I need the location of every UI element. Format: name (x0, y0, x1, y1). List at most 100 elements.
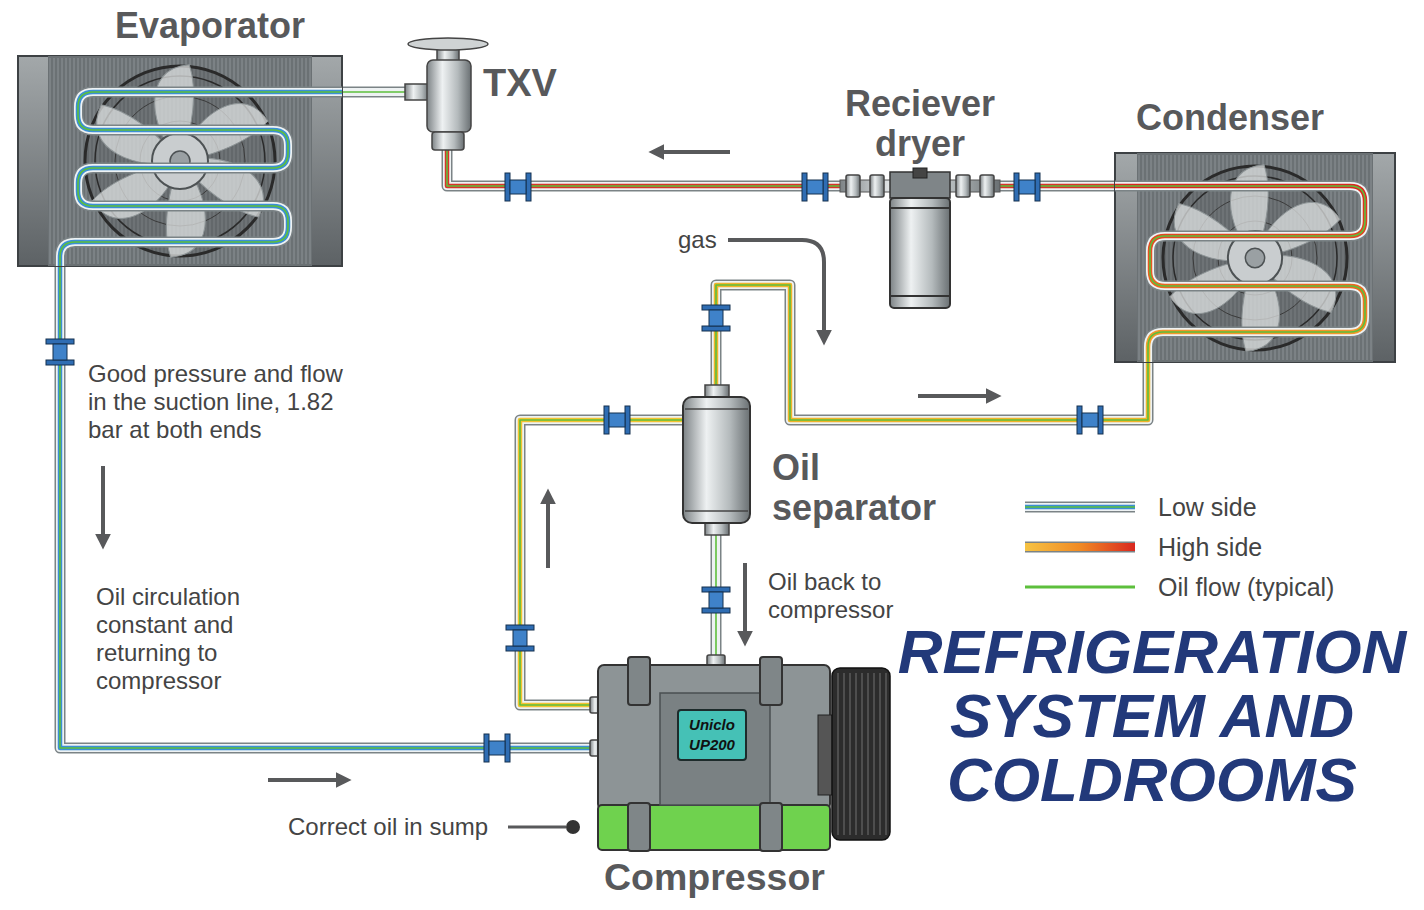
condenser-coil-stripe (1115, 186, 1365, 362)
evaporator-drawing (18, 56, 342, 266)
flow-arrow (101, 466, 105, 540)
coil-fin (78, 58, 79, 264)
pulley-groove (837, 673, 839, 835)
flow-arrow (546, 498, 550, 568)
compressor-drawing (590, 655, 890, 851)
receiver-dryer: Reciever dryer (840, 84, 1000, 310)
pulley-groove (867, 673, 869, 835)
pipe-oil-line (520, 420, 683, 705)
coil-fin (50, 58, 51, 264)
separator-drawing (683, 385, 750, 535)
callout-note: Oil circulation constant and returning t… (96, 583, 281, 695)
condenser-unit: Condenser (1115, 96, 1395, 362)
pipe-casing (342, 87, 405, 98)
callout-note: Good pressure and flow in the suction li… (88, 360, 350, 444)
evaporator-unit: Evaporator (18, 4, 342, 266)
pipe-fitting (1077, 406, 1103, 434)
pulley-groove (855, 673, 857, 835)
coil-fin (1371, 155, 1372, 360)
flow-arrow (268, 778, 342, 782)
pipe-fitting (484, 734, 510, 762)
legend-oil-sample (1025, 586, 1135, 589)
separator-band (685, 510, 748, 512)
pipe-fitting (702, 587, 730, 613)
dryer-drawing (840, 168, 1000, 308)
pulley-groove (861, 673, 863, 835)
dryer-nut (870, 175, 884, 197)
pipe-fitting (505, 173, 531, 201)
pipe-oil-line (60, 266, 590, 748)
evaporator-coil-stripe (60, 92, 342, 266)
compressor-ear (760, 657, 782, 705)
pipe-casing (520, 420, 683, 705)
fan-hub-center (1245, 248, 1264, 267)
legend-low-sample-oil-line (1025, 506, 1135, 508)
compressor-badge (678, 710, 746, 760)
pulley-groove (879, 673, 881, 835)
legend-label: Low side (1158, 493, 1257, 521)
coil-fin (54, 58, 55, 264)
pipe-stripe (60, 266, 590, 748)
pipe-connector (60, 266, 590, 748)
pipe-casing (60, 266, 590, 748)
separator-canister (683, 397, 750, 523)
legend-samples (1025, 507, 1135, 587)
pipe-stripe (520, 420, 683, 705)
compressor-panel (660, 693, 770, 805)
component-label: Compressor (604, 855, 824, 899)
pipe-fitting (702, 305, 730, 331)
pipe-fitting (1014, 173, 1040, 201)
pipe-oil-line (342, 91, 405, 93)
dryer-band (890, 295, 950, 297)
condenser-coil-casing (1115, 186, 1365, 362)
callout-note: Oil back to compressor (768, 568, 903, 624)
pipe-fitting (506, 625, 534, 651)
pipe-fitting (46, 339, 74, 365)
leader-dot (566, 820, 580, 834)
condenser-coil-tube (1115, 186, 1365, 362)
pipe-fitting (604, 406, 630, 434)
dryer-band (890, 207, 950, 209)
pipe-tube (342, 88, 405, 96)
pulley-groove (849, 673, 851, 835)
coil-fin (58, 58, 59, 264)
coil-fin (74, 58, 75, 264)
dryer-canister (890, 198, 950, 308)
legend-low-sample-casing (1025, 502, 1135, 513)
diagram-title: REFRIGERATION SYSTEM AND COLDROOMS (880, 620, 1424, 812)
coil-fin (70, 58, 71, 264)
condenser-drawing (1115, 153, 1395, 362)
coil-fin (66, 58, 67, 264)
separator-band (685, 408, 748, 410)
pulley-groove (885, 673, 887, 835)
component-label: Oil separator (772, 448, 943, 528)
compressor-ear (628, 803, 650, 851)
component-label: Evaporator (78, 4, 342, 48)
txv-valve: TXV (405, 36, 560, 150)
txv-port (405, 84, 429, 100)
component-label: Reciever dryer (840, 84, 1000, 164)
legend-low-sample-tube (1025, 503, 1135, 511)
component-label: Condenser (1115, 96, 1345, 140)
fan-hub (152, 133, 208, 189)
dryer-nut (956, 175, 970, 197)
dryer-nut (980, 175, 994, 197)
pulley-groove (843, 673, 845, 835)
pipe-tube (520, 420, 683, 705)
evaporator-coil-tube (60, 92, 342, 266)
pipe-tube (60, 266, 590, 748)
compressor-ear (628, 657, 650, 705)
pipe-fitting (802, 173, 828, 201)
coil-fin (62, 58, 63, 264)
flow-arrow (743, 563, 747, 637)
legend-low-sample-stripe (1025, 505, 1135, 510)
condenser-housing (1115, 153, 1395, 362)
txv-nut (432, 132, 464, 150)
dryer-nut (846, 175, 860, 197)
txv-drawing (405, 38, 488, 150)
pipe-connector (342, 92, 405, 93)
flow-arrow (658, 150, 730, 154)
callout-note: Correct oil in sump (288, 813, 488, 841)
